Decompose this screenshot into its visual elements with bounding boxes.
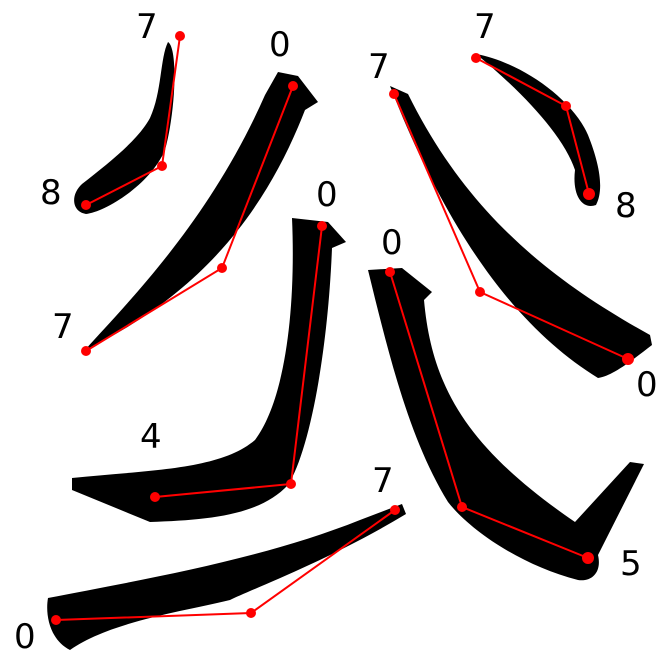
stroke-6-point	[385, 267, 395, 277]
stroke-4-end-label: 0	[636, 365, 658, 405]
stroke-6-shape	[368, 268, 644, 581]
stroke-4-point	[475, 287, 485, 297]
stroke-1-point	[81, 200, 91, 210]
stroke-5-point	[150, 492, 160, 502]
stroke-5-shape	[72, 218, 346, 522]
stroke-7-shape	[47, 504, 406, 650]
stroke-6-point	[457, 502, 467, 512]
stroke-4-shape	[390, 86, 652, 378]
stroke-1-shape	[74, 42, 175, 214]
stroke-2-point	[81, 346, 91, 356]
stroke-2-start-label: 0	[269, 25, 291, 65]
stroke-1-point	[157, 161, 167, 171]
stroke-4-start-label: 7	[368, 47, 390, 87]
stroke-2-shape	[85, 72, 318, 350]
stroke-2-end-label: 7	[52, 307, 74, 347]
stroke-1-point	[175, 31, 185, 41]
stroke-3-point	[583, 188, 595, 200]
stroke-2-point	[288, 81, 298, 91]
stroke-1-end-label: 8	[40, 173, 62, 213]
stroke-5-start-label: 0	[316, 175, 338, 215]
stroke-6-start-label: 0	[381, 223, 403, 263]
stroke-3-start-label: 7	[474, 7, 496, 47]
stroke-2-point	[217, 263, 227, 273]
stroke-3-end-label: 8	[615, 186, 637, 226]
stroke-4-point	[622, 353, 634, 365]
stroke-5-point	[317, 221, 327, 231]
stroke-6-point	[582, 552, 594, 564]
control-points	[51, 31, 634, 625]
stroke-7-end-label: 0	[14, 617, 36, 653]
stroke-5-end-label: 4	[140, 417, 162, 457]
stroke-7-start-label: 7	[372, 461, 394, 501]
code-labels: 7 8 0 7 7 8 7 0 0 4 0 5 7 0	[14, 7, 658, 653]
stroke-4-point	[389, 89, 399, 99]
stroke-7-point	[390, 505, 400, 515]
stroke-3-point	[561, 101, 571, 111]
stroke-5-point	[286, 479, 296, 489]
stroke-3-point	[471, 53, 481, 63]
stroke-6-end-label: 5	[620, 544, 642, 584]
stroke-7-point	[246, 608, 256, 618]
stroke-7-point	[51, 615, 61, 625]
stroke-1-start-label: 7	[136, 7, 158, 47]
